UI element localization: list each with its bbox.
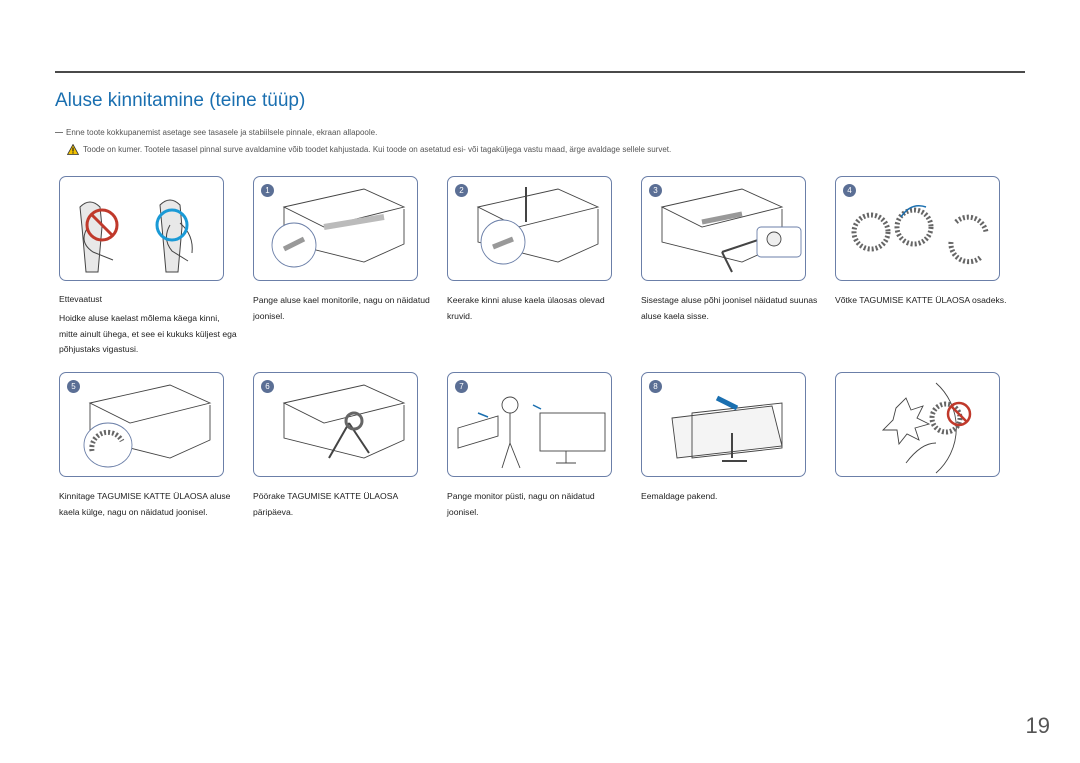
step-8-badge: 8 [649, 380, 662, 393]
step-2-illustration: 2 [447, 176, 612, 281]
step-6-badge: 6 [261, 380, 274, 393]
step-5-text: Kinnitage TAGUMISE KATTE ÜLAOSA aluse ka… [59, 491, 231, 517]
step-1-text: Pange aluse kael monitorile, nagu on näi… [253, 295, 430, 321]
page-number: 19 [1025, 713, 1050, 738]
caution-title: Ettevaatust [59, 294, 102, 304]
step-8-illustration: 8 [641, 372, 806, 477]
step-4-badge: 4 [843, 184, 856, 197]
step-7-badge: 7 [455, 380, 468, 393]
step-7-illustration: 7 [447, 372, 612, 477]
note-dash [55, 132, 63, 134]
step-2-text: Keerake kinni aluse kaela ülaosas olevad… [447, 295, 605, 321]
step-4-illustration: 4 [835, 176, 1000, 281]
prohibited-icon [946, 401, 972, 427]
warning-line: Toode on kumer. Tootele tasasel pinnal s… [67, 144, 671, 155]
step-1-badge: 1 [261, 184, 274, 197]
step-2-badge: 2 [455, 184, 468, 197]
correct-icon [155, 208, 189, 242]
prohibited-icon [85, 208, 119, 242]
step-4-text: Võtke TAGUMISE KATTE ÜLAOSA osadeks. [835, 295, 1007, 305]
warning-text: Toode on kumer. Tootele tasasel pinnal s… [83, 145, 672, 154]
step-5-badge: 5 [67, 380, 80, 393]
caution-text: Hoidke aluse kaelast mõlema käega kinni,… [59, 313, 237, 354]
step-7-text: Pange monitor püsti, nagu on näidatud jo… [447, 491, 595, 517]
note-text: Enne toote kokkupanemist asetage see tas… [66, 128, 378, 137]
page-title: Aluse kinnitamine (teine tüüp) [55, 90, 306, 111]
warning-icon [67, 144, 79, 155]
warning-illustration [835, 372, 1000, 477]
step-6-text: Pöörake TAGUMISE KATTE ÜLAOSA päripäeva. [253, 491, 398, 517]
top-rule [55, 71, 1025, 73]
step-1-illustration: 1 [253, 176, 418, 281]
step-3-text: Sisestage aluse põhi joonisel näidatud s… [641, 295, 818, 321]
note-line: Enne toote kokkupanemist asetage see tas… [55, 128, 377, 137]
step-3-badge: 3 [649, 184, 662, 197]
step-8-text: Eemaldage pakend. [641, 491, 718, 501]
caution-illustration [59, 176, 224, 281]
step-6-illustration: 6 [253, 372, 418, 477]
step-5-illustration: 5 [59, 372, 224, 477]
step-3-illustration: 3 [641, 176, 806, 281]
